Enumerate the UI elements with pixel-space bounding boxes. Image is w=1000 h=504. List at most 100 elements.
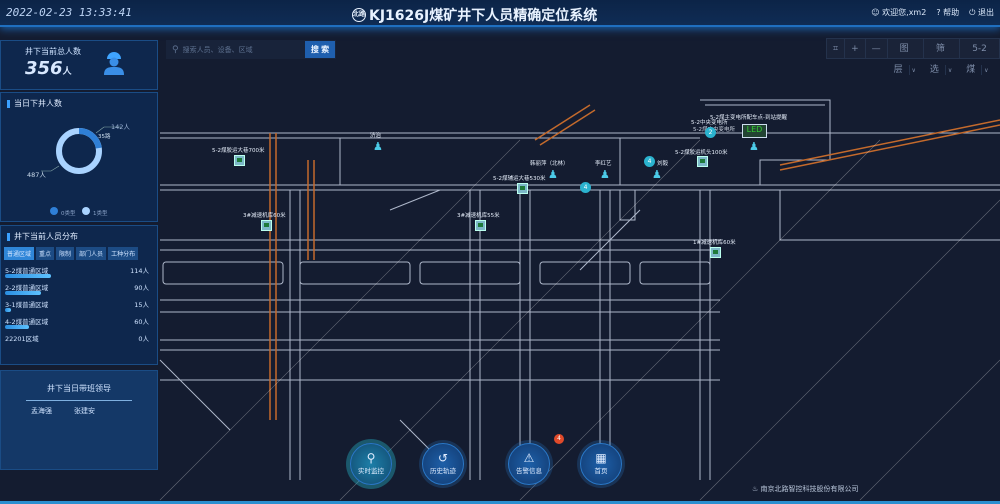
worker-icon [103, 49, 125, 75]
legend-label-0[interactable]: 0类型 [61, 211, 76, 217]
distribution-row[interactable]: 5-2煤普通区域 114人 [1, 263, 157, 280]
search-bar: ⚲ 搜索人员、设备、区域 搜 索 [166, 40, 336, 59]
search-button[interactable]: 搜 索 [305, 41, 335, 58]
nav-alarm-info[interactable]: ⚠ 告警信息 [508, 443, 550, 485]
area-name: 3-1煤普通区域 [5, 301, 49, 309]
map-label: 刘毅 [657, 161, 669, 167]
reader-device-icon[interactable] [475, 220, 486, 231]
reader-device-icon[interactable] [234, 155, 245, 166]
company-name: 南京北路智控科技股份有限公司 [760, 485, 859, 493]
person-icon[interactable]: ♟ [600, 168, 610, 181]
area-count: 0人 [138, 335, 149, 343]
fit-view-button[interactable]: ⌗ [827, 39, 846, 58]
nav-label: 首页 [594, 467, 608, 475]
area-progress-bar [5, 291, 42, 295]
reader-device-icon[interactable] [697, 156, 708, 167]
search-input[interactable]: 搜索人员、设备、区域 [182, 45, 253, 54]
nav-home[interactable]: ▦ 首页 [580, 443, 622, 485]
bottom-border [0, 501, 1000, 504]
leader-name: 孟海强 [31, 407, 52, 415]
map-label: 5-2煤胶运机头100米 [675, 150, 728, 156]
donut-label-1: 487人 [27, 171, 46, 179]
seam-select[interactable]: 5-2煤 ∨ [966, 44, 989, 75]
cluster-badge[interactable]: 4 [580, 182, 591, 193]
total-number: 356 [25, 58, 63, 79]
map-label: 3#减速机库55米 [457, 213, 500, 219]
cluster-badge[interactable]: 2 [705, 127, 716, 138]
leaders-title: 井下当日带班领导 [47, 384, 111, 393]
reader-device-icon[interactable] [517, 183, 528, 194]
logo-icon: 北路 [352, 8, 366, 22]
tab-normal-area[interactable]: 普通区域 [4, 247, 35, 260]
person-icon[interactable]: ♟ [548, 168, 558, 181]
user-link[interactable]: ☺ 欢迎您,xm2 [871, 8, 927, 17]
divider [26, 400, 132, 401]
warning-icon: ⚠ [523, 451, 535, 465]
logout-link[interactable]: ⏻ 退出 [969, 8, 994, 17]
history-icon: ↺ [437, 451, 449, 465]
logout-label: 退出 [978, 8, 994, 17]
map-label: 李红艺 [595, 161, 612, 167]
reader-device-icon[interactable] [710, 247, 721, 258]
tab-restricted[interactable]: 限制 [56, 247, 75, 260]
nav-realtime-monitor[interactable]: ⚲ 实时监控 [350, 443, 392, 485]
title-text: KJ1626J煤矿井下人员精确定位系统 [369, 8, 598, 24]
layer-select-value: 图层 [893, 44, 910, 75]
nav-history-track[interactable]: ↺历史轨迹 [422, 443, 464, 485]
cluster-badge[interactable]: 4 [644, 156, 655, 167]
grid-home-icon: ▦ [595, 451, 607, 465]
datetime: 2022-02-23 13:33:41 [6, 6, 132, 19]
user-name: 欢迎您,xm2 [882, 8, 927, 17]
map-label: 济治 [370, 133, 382, 139]
donut-slice-0 [56, 128, 102, 174]
total-count-panel: 井下当前总人数 356人 [0, 40, 158, 90]
daily-donut-chart [41, 126, 121, 215]
total-unit: 人 [62, 67, 72, 77]
tab-key-area[interactable]: 重点 [36, 247, 55, 260]
donut-inner-label: 35路 [98, 134, 111, 140]
map-label: 5-2煤辅运大巷530米 [493, 176, 546, 182]
help-link[interactable]: ? 帮助 [936, 8, 960, 17]
zoom-out-button[interactable]: — [866, 39, 888, 58]
location-pin-icon: ⚲ [366, 451, 376, 465]
map-label: 5-2煤胶运大巷700米 [212, 148, 265, 154]
map-label: 5-2中央变电所 [691, 120, 728, 126]
area-count: 15人 [134, 301, 149, 309]
area-progress-bar [5, 308, 12, 312]
distribution-row[interactable]: 3-1煤普通区域 15人 [1, 297, 157, 314]
tab-department[interactable]: 部门人员 [76, 247, 107, 260]
legend-dot-0 [50, 207, 58, 215]
total-value: 356人 [25, 58, 72, 79]
filter-select[interactable]: 筛选 ∨ [924, 39, 961, 75]
zoom-in-button[interactable]: + [845, 39, 866, 58]
reader-device-icon[interactable] [261, 220, 272, 231]
layer-select[interactable]: 图层 ∨ [888, 39, 924, 75]
filter-select-value: 筛选 [929, 44, 946, 75]
led-screen[interactable]: LED [742, 124, 767, 138]
map-label: 韩丽萍（北林） [530, 161, 569, 167]
tab-job-type[interactable]: 工种分布 [108, 247, 139, 260]
map-label: 1#减速机库60米 [693, 240, 736, 246]
area-count: 90人 [134, 284, 149, 292]
area-count: 60人 [134, 318, 149, 326]
total-label: 井下当前总人数 [25, 47, 81, 56]
person-icon[interactable]: ♟ [749, 140, 759, 153]
area-name: 5-2煤普通区域 [5, 267, 49, 275]
legend-label-1[interactable]: 1类型 [93, 211, 108, 217]
area-count: 114人 [130, 267, 149, 275]
search-icon: ⚲ [172, 44, 179, 55]
person-icon[interactable]: ♟ [373, 140, 383, 153]
nav-label: 实时监控 [358, 467, 384, 475]
person-icon[interactable]: ♟ [652, 168, 662, 181]
area-progress-bar [5, 274, 51, 278]
nav-label: 告警信息 [516, 467, 542, 475]
area-progress-bar [5, 325, 30, 329]
footer-company: ♨ 南京北路智控科技股份有限公司 [752, 485, 859, 493]
